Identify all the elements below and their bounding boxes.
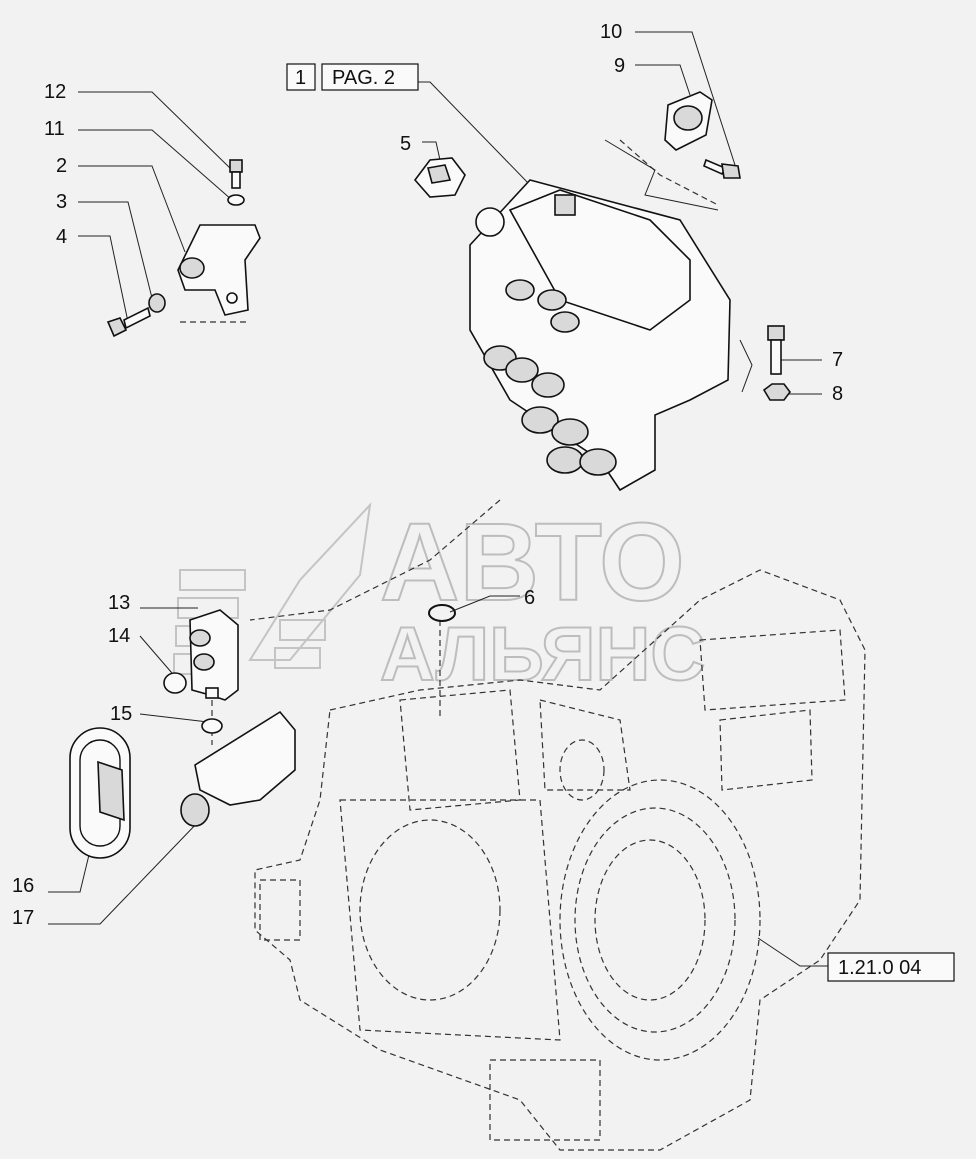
callout-16: 16: [12, 875, 34, 897]
callout-13: 13: [108, 592, 130, 614]
bracket-part-2: [177, 224, 261, 316]
bolt-part-12: [229, 159, 243, 189]
plug-part-5: [413, 157, 466, 198]
callout-17: 17: [12, 907, 34, 929]
valve-spool-group: [483, 279, 617, 476]
page-box-number: 1: [295, 67, 306, 89]
section-ref-text: 1.21.0 04: [838, 957, 921, 979]
callout-3: 3: [56, 191, 67, 213]
callout-14: 14: [108, 625, 130, 647]
callout-4: 4: [56, 226, 67, 248]
callout-11: 11: [44, 118, 65, 140]
callout-8: 8: [832, 383, 843, 405]
bolt-part-4: [106, 306, 151, 338]
seal-ring-part-16: [69, 727, 131, 859]
callout-2: 2: [56, 155, 67, 177]
watermark-line2: АЛЬЯНС: [380, 612, 705, 697]
callout-9: 9: [614, 55, 625, 77]
callout-5: 5: [400, 133, 411, 155]
washer-part-11: [227, 194, 245, 206]
valve-part-13: [189, 609, 239, 701]
callout-12: 12: [44, 81, 66, 103]
callout-10: 10: [600, 21, 622, 43]
section-reference-box[interactable]: 1.21.0 04: [827, 952, 955, 982]
flange-part-9: [664, 91, 713, 151]
watermark-line1: АВТО: [380, 501, 685, 624]
callout-6: 6: [524, 587, 535, 609]
control-valve-assembly: [469, 179, 731, 492]
page-reference-box[interactable]: 1 PAG. 2: [286, 63, 419, 91]
callout-15: 15: [110, 703, 132, 725]
plug-part-14: [163, 672, 187, 694]
bolt-part-7: [767, 325, 785, 375]
callout-labels: 12 11 2 3 4 5 10 9 7 8 6 13 14 15 16 17: [12, 21, 843, 929]
nut-part-8: [762, 383, 791, 401]
o-ring-part-6: [428, 604, 456, 622]
page-box-text: PAG. 2: [332, 67, 395, 89]
watermark: АВТО АЛЬЯНС: [173, 500, 706, 698]
washer-part-3: [148, 293, 166, 313]
coil-part-17: [180, 710, 296, 827]
screw-part-10: [703, 158, 741, 179]
seal-part-15: [201, 718, 223, 734]
callout-7: 7: [832, 349, 843, 371]
bolt-group-bracket: [739, 339, 753, 393]
transmission-housing: [254, 569, 866, 1151]
flange-group-bracket: [604, 139, 719, 211]
